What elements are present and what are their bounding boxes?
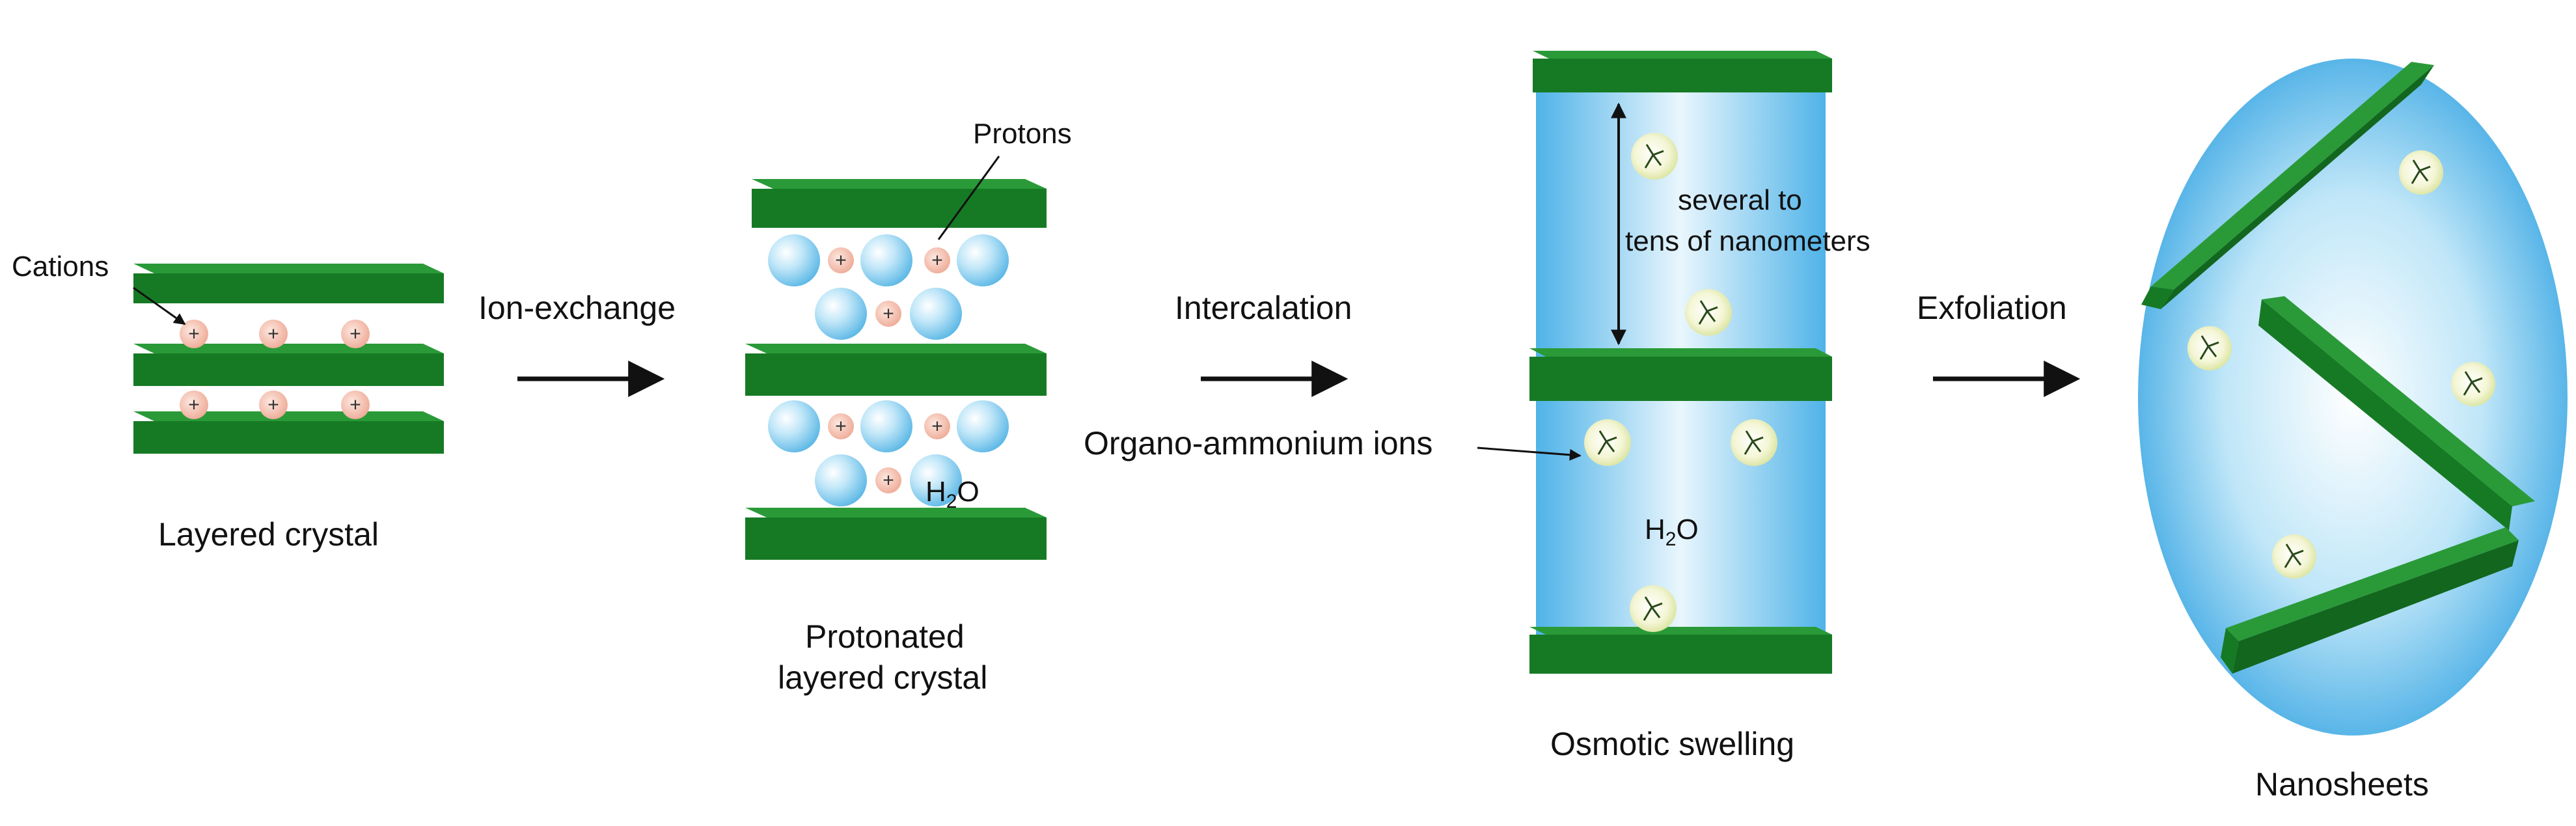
water-sphere: [860, 234, 912, 286]
organo-ammonium-ion: [1630, 585, 1677, 632]
water-sphere: [815, 288, 867, 340]
svg-text:+: +: [188, 324, 200, 345]
organo-ammonium-pointer: [1477, 447, 1582, 461]
water-sphere: [910, 288, 962, 340]
layered-crystal-stage: + + + + + + Cations Layered crystal: [12, 251, 444, 553]
svg-text:+: +: [883, 470, 894, 491]
sheet: [1529, 627, 1832, 674]
proton: +: [924, 413, 950, 439]
sheet: [752, 179, 1047, 228]
protonated-label-line1: Protonated: [805, 618, 965, 655]
svg-text:+: +: [349, 394, 361, 416]
sheet: [133, 344, 444, 386]
cation: +: [180, 320, 208, 348]
protonated-label-line2: layered crystal: [778, 659, 987, 696]
proton: +: [828, 413, 854, 439]
svg-text:+: +: [883, 303, 894, 325]
organo-ammonium-ion: [2187, 326, 2232, 370]
nanosheet: [2221, 527, 2519, 674]
spacing-label-line1: several to: [1678, 184, 1802, 216]
nanosheets-label: Nanosheets: [2255, 766, 2429, 803]
swelling-h2o-label: H2O: [1645, 514, 1699, 550]
water-sphere: [768, 400, 820, 452]
organo-ammonium-ion: [1731, 419, 1777, 466]
proton: +: [875, 467, 901, 493]
cation: +: [259, 320, 288, 348]
proton: +: [924, 247, 950, 273]
svg-text:+: +: [931, 250, 943, 271]
svg-text:+: +: [835, 250, 847, 271]
protonated-crystal-stage: + + + + + + H2O Protons Protonated layer…: [745, 118, 1072, 696]
intercalation-label: Intercalation: [1175, 290, 1352, 326]
water-sphere: [957, 234, 1009, 286]
ion-exchange-label: Ion-exchange: [478, 290, 676, 326]
osmotic-swelling-stage: several to tens of nanometers H2O Organo…: [1084, 51, 1870, 762]
ion-exchange-step: Ion-exchange: [478, 290, 676, 397]
water-sphere: [815, 454, 867, 506]
svg-text:+: +: [267, 394, 279, 416]
cation: +: [180, 391, 208, 419]
svg-text:+: +: [349, 324, 361, 345]
organo-ammonium-label: Organo-ammonium ions: [1084, 425, 1432, 461]
svg-text:+: +: [835, 416, 847, 437]
sheet: [1533, 51, 1832, 92]
water-sphere: [768, 234, 820, 286]
cation: +: [259, 391, 288, 419]
nanosheet: [2258, 296, 2535, 530]
protons-pointer: [937, 156, 1000, 240]
exfoliation-label: Exfoliation: [1917, 290, 2067, 326]
sheet: [745, 344, 1047, 396]
protonated-h2o-label: H2O: [925, 476, 980, 512]
sheet: [745, 508, 1047, 560]
intercalation-step: Intercalation: [1175, 290, 1352, 397]
svg-text:+: +: [931, 416, 943, 437]
cations-label: Cations: [12, 251, 109, 282]
organo-ammonium-ion: [2451, 362, 2495, 406]
svg-text:+: +: [188, 394, 200, 416]
sheet: [133, 411, 444, 454]
osmotic-swelling-label: Osmotic swelling: [1550, 726, 1794, 762]
organo-ammonium-ion: [2272, 534, 2316, 579]
spacing-label-line2: tens of nanometers: [1625, 225, 1870, 257]
layered-crystal-label: Layered crystal: [158, 516, 379, 553]
water-sphere: [910, 454, 962, 506]
proton: +: [828, 247, 854, 273]
sheet: [133, 264, 444, 303]
exfoliation-step: Exfoliation: [1917, 290, 2081, 397]
protons-label: Protons: [973, 118, 1072, 150]
nanosheet: [2141, 62, 2434, 309]
organo-ammonium-ion: [1631, 133, 1678, 180]
cations-pointer: [133, 286, 186, 325]
sheet: [1529, 348, 1832, 401]
organo-ammonium-ion: [2399, 150, 2443, 195]
organo-ammonium-ion: [1685, 289, 1732, 336]
svg-text:+: +: [267, 324, 279, 345]
cation: +: [341, 320, 370, 348]
water-sphere: [860, 400, 912, 452]
cation: +: [341, 391, 370, 419]
water-sphere: [957, 400, 1009, 452]
proton: +: [875, 301, 901, 327]
nanosheets-stage: Nanosheets: [2138, 59, 2568, 803]
organo-ammonium-ion: [1584, 419, 1631, 466]
